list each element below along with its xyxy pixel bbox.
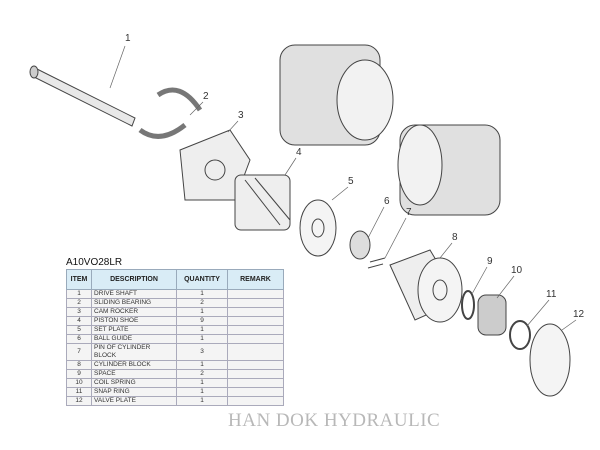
remark-cell (227, 369, 284, 379)
quantity-cell: 1 (176, 387, 228, 397)
cylinder-block (389, 249, 463, 323)
part-label: 4 (296, 147, 302, 158)
quantity-cell: 1 (176, 360, 228, 370)
part-label: 3 (238, 110, 244, 121)
quantity-cell: 1 (176, 396, 228, 406)
pins (367, 257, 386, 269)
part-label: 6 (384, 196, 390, 207)
remark-cell (227, 325, 284, 335)
ball-guide (349, 230, 371, 260)
remark-cell (227, 334, 284, 344)
item-cell: 10 (66, 378, 92, 388)
description-cell: SLIDING BEARING (91, 298, 177, 308)
header-item: ITEM (66, 269, 92, 290)
part-label: 11 (546, 289, 557, 300)
quantity-cell: 1 (176, 378, 228, 388)
item-cell: 12 (66, 396, 92, 406)
remark-cell (227, 343, 284, 361)
description-cell: SPACE (91, 369, 177, 379)
item-cell: 11 (66, 387, 92, 397)
item-cell: 2 (66, 298, 92, 308)
item-cell: 7 (66, 343, 92, 361)
part-label: 12 (573, 309, 585, 320)
quantity-cell: 1 (176, 334, 228, 344)
description-cell: PIN OF CYLINDER BLOCK (91, 343, 177, 361)
snap-ring (509, 320, 531, 350)
pump-assembly-right (397, 124, 501, 216)
description-cell: DRIVE SHAFT (91, 289, 177, 299)
header-description: DESCRIPTION (91, 269, 177, 290)
description-cell: COIL SPRING (91, 378, 177, 388)
part-label: 2 (203, 91, 209, 102)
part-label: 9 (487, 256, 493, 267)
description-cell: VALVE PLATE (91, 396, 177, 406)
remark-cell (227, 360, 284, 370)
item-cell: 9 (66, 369, 92, 379)
part-label: 1 (125, 33, 131, 44)
item-cell: 1 (66, 289, 92, 299)
part-label: 8 (452, 232, 458, 243)
set-plate (299, 199, 337, 257)
remark-cell (227, 289, 284, 299)
remark-cell (227, 307, 284, 317)
description-cell: CYLINDER BLOCK (91, 360, 177, 370)
part-label: 10 (511, 265, 523, 276)
piston-shoes (234, 174, 291, 231)
remark-cell (227, 316, 284, 326)
item-cell: 6 (66, 334, 92, 344)
description-cell: SET PLATE (91, 325, 177, 335)
description-cell: SNAP RING (91, 387, 177, 397)
item-cell: 8 (66, 360, 92, 370)
item-cell: 3 (66, 307, 92, 317)
pump-assembly-top (279, 44, 394, 146)
remark-cell (227, 396, 284, 406)
item-cell: 4 (66, 316, 92, 326)
part-label: 5 (348, 176, 354, 187)
space-ring (461, 290, 475, 320)
quantity-cell: 2 (176, 369, 228, 379)
coil-spring (477, 294, 507, 336)
watermark: HAN DOK HYDRAULIC (228, 410, 441, 431)
quantity-cell: 2 (176, 298, 228, 308)
part-label: 7 (406, 207, 412, 218)
drive-shaft (29, 65, 136, 127)
remark-cell (227, 298, 284, 308)
header-quantity: QUANTITY (176, 269, 228, 290)
remark-cell (227, 378, 284, 388)
description-cell: CAM ROCKER (91, 307, 177, 317)
quantity-cell: 3 (176, 343, 228, 361)
description-cell: PISTON SHOE (91, 316, 177, 326)
header-remark: REMARK (227, 269, 284, 290)
quantity-cell: 1 (176, 289, 228, 299)
quantity-cell: 9 (176, 316, 228, 326)
sliding-bearings (138, 87, 203, 139)
item-cell: 5 (66, 325, 92, 335)
model-title: A10VO28LR (66, 257, 123, 268)
remark-cell (227, 387, 284, 397)
valve-plate (529, 323, 571, 397)
quantity-cell: 1 (176, 325, 228, 335)
description-cell: BALL GUIDE (91, 334, 177, 344)
quantity-cell: 1 (176, 307, 228, 317)
leader-lines (109, 45, 577, 331)
